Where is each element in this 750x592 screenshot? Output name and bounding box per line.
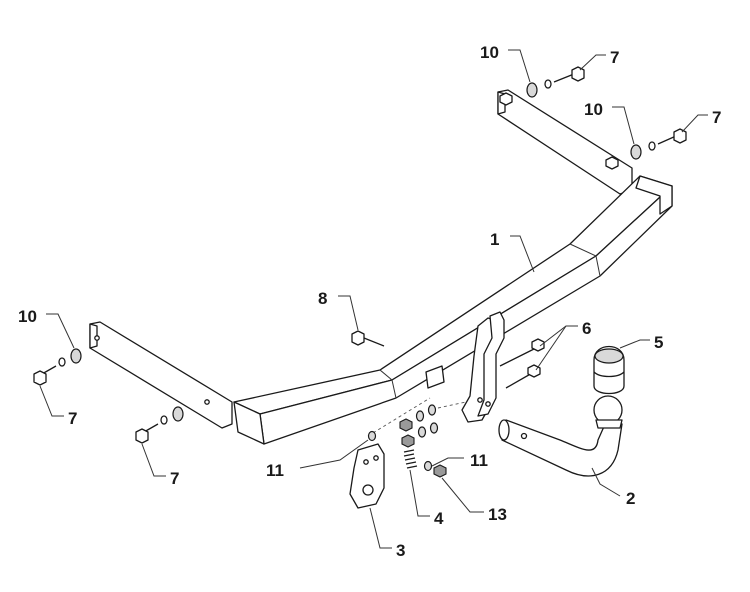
washer-icon (58, 357, 66, 367)
leader-8 (338, 295, 359, 331)
leader-7-top-b (681, 114, 708, 133)
spring (403, 449, 418, 469)
bolt-icon (135, 428, 149, 444)
bolt-hole (485, 401, 491, 407)
callout-7-left-b: 7 (170, 469, 179, 488)
callout-10-left: 10 (18, 307, 37, 326)
ball-cover (593, 346, 625, 395)
callout-labels: 1 2 3 4 5 6 7 7 7 7 8 10 10 10 11 11 13 (18, 43, 721, 560)
callout-7-top-b: 7 (712, 108, 721, 127)
washer-icon (417, 426, 427, 438)
callout-2: 2 (626, 489, 635, 508)
tow-neck-tube (501, 419, 623, 477)
washer-icon (648, 141, 656, 151)
leader-10-top-b (612, 106, 635, 145)
bolt-icon (571, 66, 585, 82)
leader-10-left (46, 313, 75, 349)
washer-icon (70, 348, 82, 364)
crossbar-left-end (233, 401, 265, 445)
leader-4 (409, 469, 430, 517)
washer-icon (423, 460, 433, 472)
washer-icon (427, 404, 437, 416)
tow-ball-neck (498, 395, 623, 477)
callout-1: 1 (490, 230, 499, 249)
bolt-hole (477, 397, 483, 403)
washer-icon (544, 79, 552, 89)
bolt-icon (363, 337, 385, 347)
center-lug (425, 365, 445, 389)
crossbar-right-end (635, 175, 673, 215)
washer-icon (367, 430, 377, 442)
leader-11-left (299, 439, 369, 469)
leader-7-left-a (39, 385, 64, 417)
callout-7-top-a: 7 (610, 48, 619, 67)
socket-plate-hole (363, 459, 369, 465)
washer-icon (429, 422, 439, 434)
bolt-icon (657, 135, 677, 145)
assembly-guide-line (367, 397, 431, 437)
leader-3 (369, 507, 392, 549)
bolt-icon (553, 73, 575, 83)
tow-neck-end (498, 419, 510, 441)
nut-icon (499, 92, 513, 106)
leader-6b (535, 325, 567, 371)
nut-icon (399, 418, 413, 432)
socket-plate-hole (362, 484, 374, 496)
socket-plate-icon (349, 443, 385, 509)
leader-13 (441, 477, 484, 513)
washer-icon (415, 410, 425, 422)
nut-icon (531, 338, 545, 352)
nut-icon (605, 156, 619, 170)
washer-icon (160, 415, 168, 425)
leader-5 (619, 339, 650, 349)
washer-icon (630, 144, 642, 160)
bolt-hole (94, 335, 100, 341)
left-mounting-bracket (89, 321, 233, 429)
ball-mount-plates (461, 311, 505, 423)
tow-neck-hole (520, 432, 528, 440)
leader-1 (510, 235, 535, 273)
callout-10-top-b: 10 (584, 100, 603, 119)
leader-7-left-b (141, 443, 166, 477)
callout-11-right: 11 (470, 451, 488, 470)
callout-13: 13 (488, 505, 507, 524)
washer-icon (172, 406, 184, 422)
top-fasteners (526, 66, 687, 160)
leader-10-top-a (508, 49, 531, 83)
callout-3: 3 (396, 541, 405, 560)
left-fasteners (33, 330, 385, 444)
callout-5: 5 (654, 333, 663, 352)
bolt-icon (673, 128, 687, 144)
callout-6: 6 (582, 319, 591, 338)
leader-7-top-a (579, 54, 606, 71)
crossbar-assembly (89, 89, 673, 445)
crossbar-seam-right (569, 243, 601, 277)
mount-bolts-group (399, 338, 545, 448)
callout-4: 4 (434, 509, 444, 528)
crossbar-seam-left (379, 369, 397, 399)
callout-11-left: 11 (266, 461, 284, 480)
socket-plate-assembly (349, 397, 467, 509)
tow-ball-collar (595, 419, 623, 429)
leader-2 (591, 467, 621, 497)
bolt-icon (33, 370, 47, 386)
washer-icon (526, 82, 538, 98)
callout-7-left-a: 7 (68, 409, 77, 428)
leader-lines (39, 49, 708, 549)
leader-11-right (431, 457, 464, 467)
ball-cover-top (594, 348, 624, 364)
callout-8: 8 (318, 289, 327, 308)
assembly-guide-line (437, 401, 467, 409)
ball-cover-band (593, 371, 625, 378)
right-mounting-bracket (497, 89, 633, 195)
nut-icon (433, 464, 447, 478)
nut-icon (401, 434, 415, 448)
left-bracket-lip (89, 323, 98, 349)
callout-10-top-a: 10 (480, 43, 499, 62)
socket-plate-hole (373, 455, 379, 461)
bolt-icon (351, 330, 365, 346)
mount-plate-front (477, 311, 505, 417)
bolt-hole (204, 399, 210, 405)
